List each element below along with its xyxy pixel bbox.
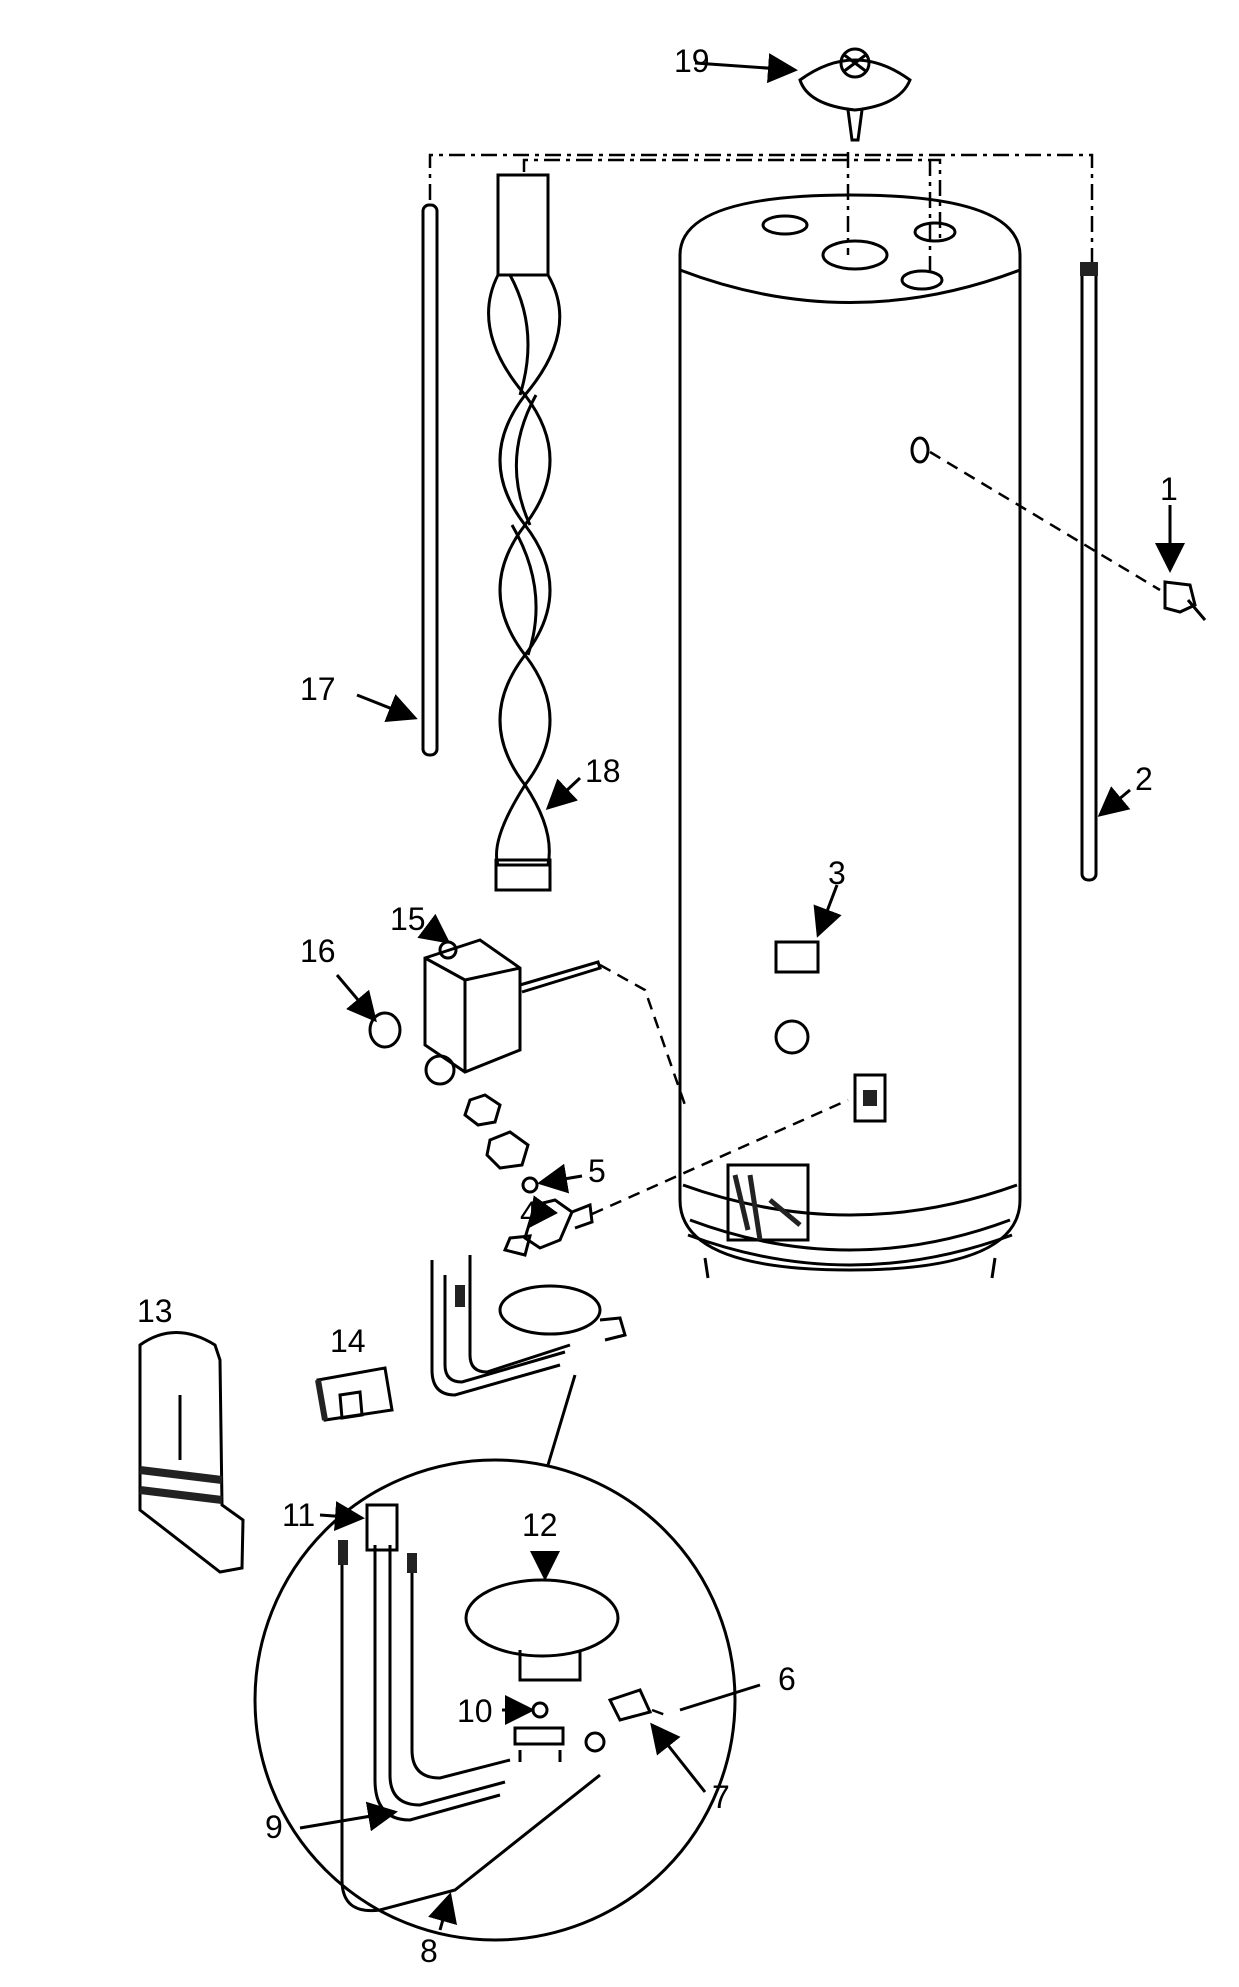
anode-rod <box>1080 262 1098 882</box>
callout-12: 12 <box>522 1507 558 1543</box>
top-leader-lines <box>428 152 1094 275</box>
label-sticker <box>774 940 820 974</box>
callout-8: 8 <box>420 1933 438 1969</box>
callout-18: 18 <box>585 753 621 789</box>
callout-7: 7 <box>712 1779 730 1815</box>
callout-13: 13 <box>137 1293 173 1329</box>
door-bracket <box>315 1366 394 1422</box>
callout-14: 14 <box>330 1323 366 1359</box>
callout-2: 2 <box>1135 761 1153 797</box>
callout-9: 9 <box>265 1809 283 1845</box>
drain-valve <box>929 450 1207 621</box>
callout-15: 15 <box>390 901 426 937</box>
water-heater-tank <box>678 193 1022 1279</box>
callout-labels: 19 1 2 3 4 5 6 7 8 9 10 11 12 13 14 15 1… <box>137 43 1178 1969</box>
burner-detail-circle <box>253 1458 737 1942</box>
leader-arrows <box>299 53 1185 1931</box>
callout-6: 6 <box>778 1661 796 1697</box>
callout-10: 10 <box>457 1693 493 1729</box>
callout-16: 16 <box>300 933 336 969</box>
flue-baffle <box>487 173 562 892</box>
callout-11: 11 <box>282 1497 315 1533</box>
inner-door-shield <box>138 1331 245 1574</box>
control-knob <box>368 1011 402 1049</box>
callout-3: 3 <box>828 855 846 891</box>
burner-assembly-small <box>430 1255 627 1466</box>
dip-tube <box>421 203 439 757</box>
callout-17: 17 <box>300 671 336 707</box>
gas-control-valve <box>423 938 687 1106</box>
callout-19: 19 <box>674 43 710 79</box>
baffle-cap <box>798 47 912 142</box>
fittings-stack <box>463 1093 849 1257</box>
callout-1: 1 <box>1160 471 1178 507</box>
callout-5: 5 <box>588 1153 606 1189</box>
callout-4: 4 <box>520 1195 538 1231</box>
